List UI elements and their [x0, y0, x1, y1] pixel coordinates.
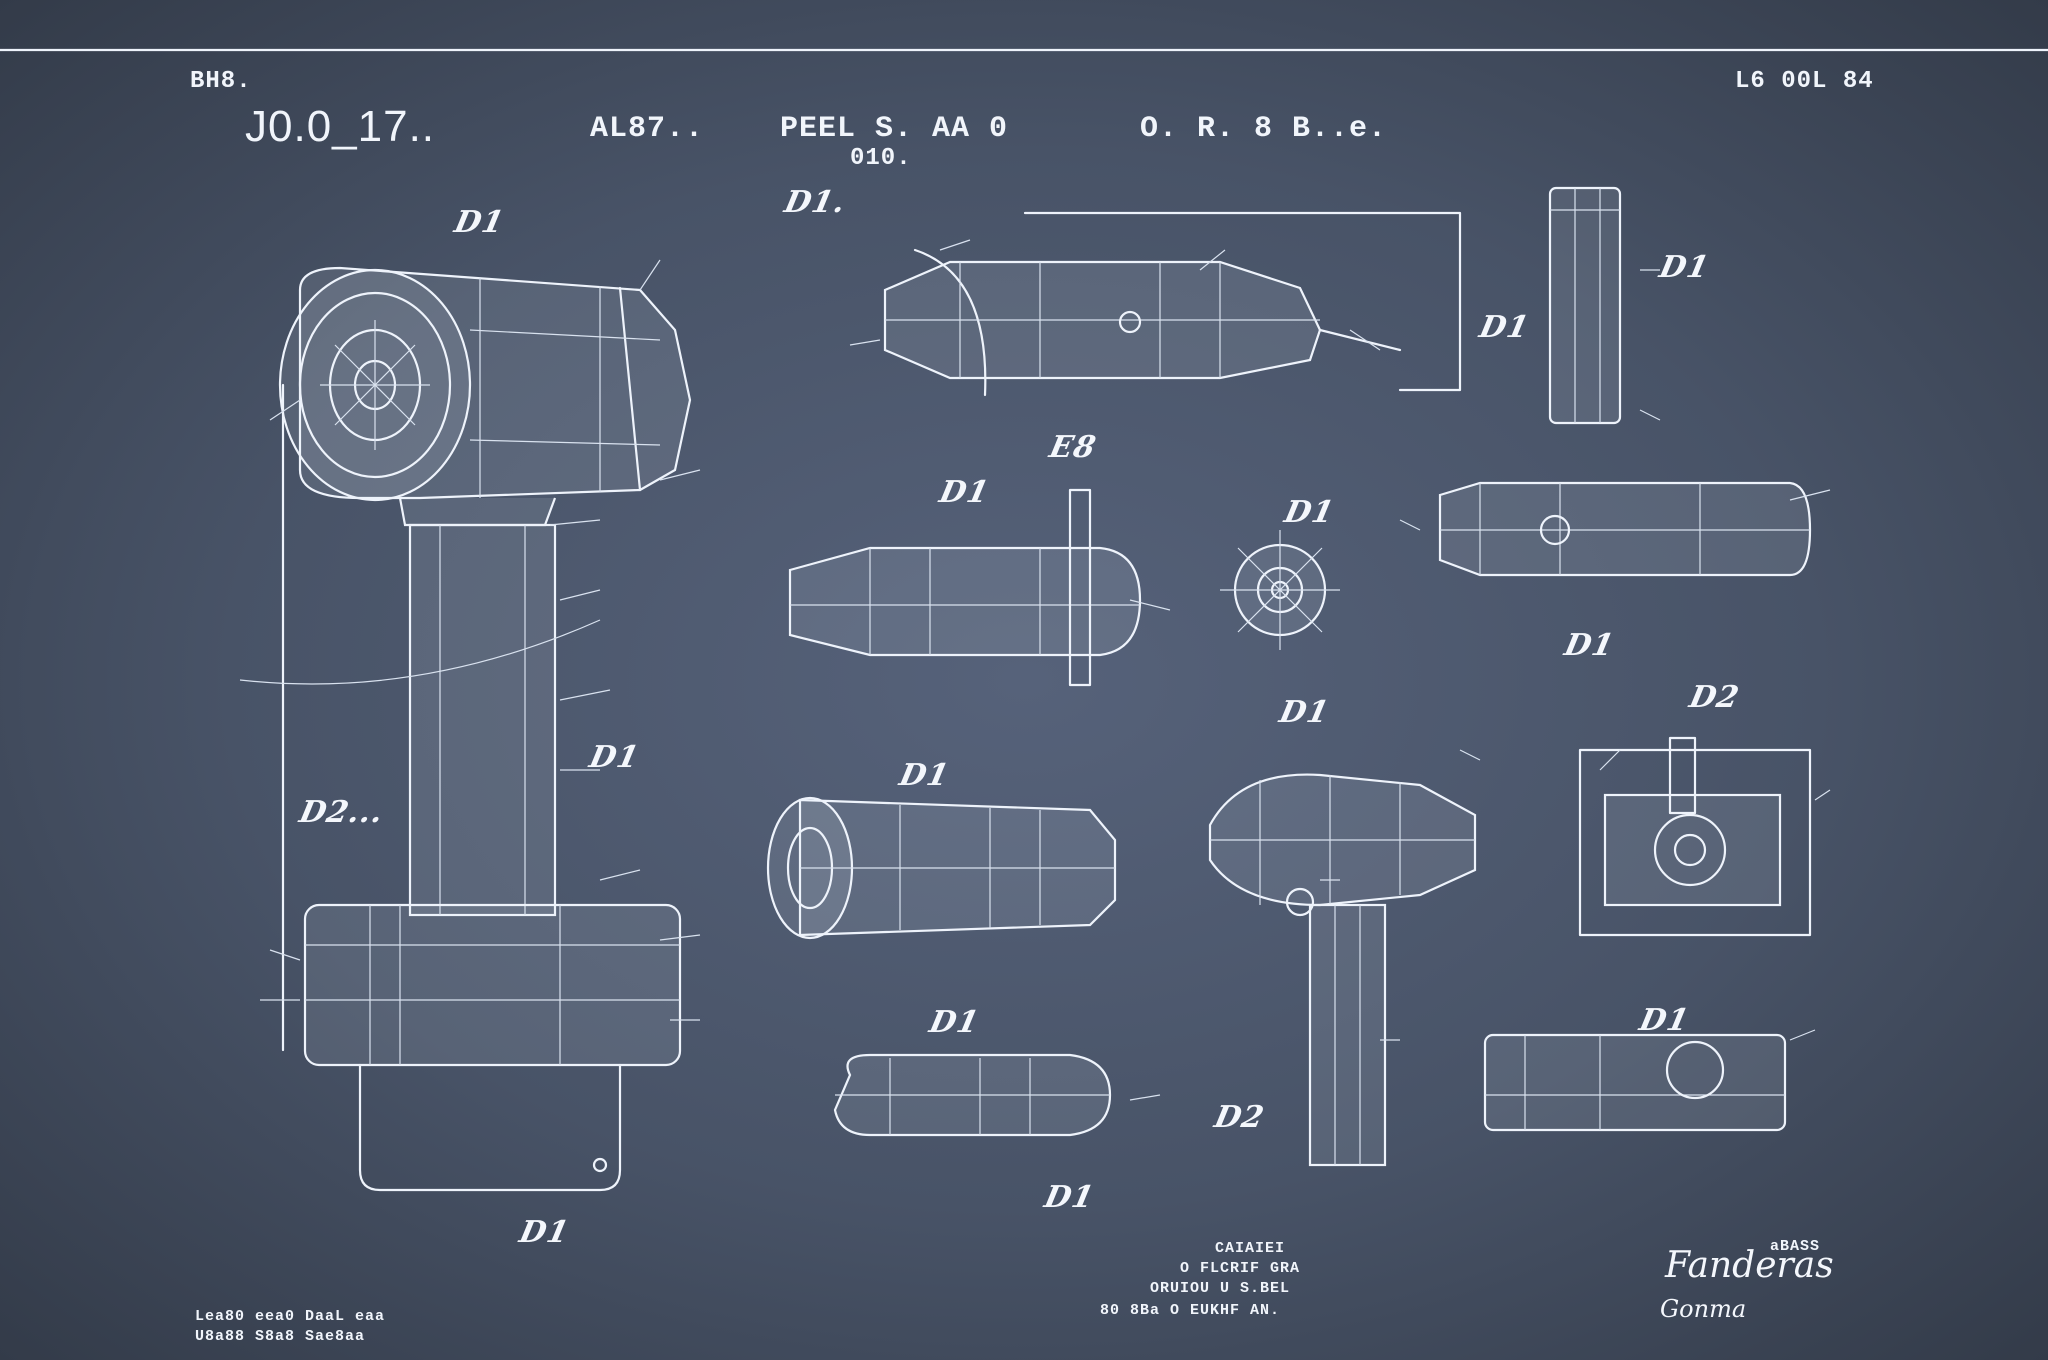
title-line-2: 010.: [850, 145, 912, 172]
header-top-right: L6 00L 84: [1735, 68, 1874, 95]
figure-label-b: D1.: [781, 185, 850, 220]
figure-label-o: D1: [1636, 1003, 1693, 1038]
figure-label-e: D1: [1656, 250, 1713, 285]
side-view-top: [883, 211, 1462, 397]
title-line-1: PEEL S. AA 0: [780, 112, 1009, 146]
tall-part-drawing: [1548, 186, 1622, 425]
figure-label-i: D1: [1276, 695, 1333, 730]
figure-label-h: D1: [1561, 628, 1618, 663]
side-view-bottom-right: [1483, 1033, 1787, 1132]
signature-label: aBASS: [1770, 1238, 1821, 1255]
figure-label-l: D1: [896, 758, 953, 793]
main-dryer-drawing: [239, 259, 701, 1192]
figure-label-n: D1: [926, 1005, 983, 1040]
figure-label-c: E8: [1046, 430, 1100, 465]
signature: Fanderas: [1665, 1245, 1834, 1286]
figure-label-j: D2: [1686, 680, 1743, 715]
figure-label-p: D2...: [296, 795, 387, 830]
figure-label-q: D1: [1041, 1180, 1098, 1215]
footer-center-line-4: 80 8Ba O EUKHF AN.: [1100, 1302, 1281, 1319]
footer-center-line-1: CAIAIEI: [1215, 1240, 1286, 1257]
capsule-drawing: [833, 1053, 1112, 1137]
signature-sub: Gonma: [1660, 1295, 1747, 1323]
figure-label-a: D1: [451, 205, 508, 240]
side-view-right: [1438, 481, 1812, 577]
footer-center-line-3: ORUIOU U S.BEL: [1150, 1280, 1291, 1297]
rotor-drawing: [1220, 530, 1340, 650]
side-view-middle: [788, 488, 1142, 687]
framed-detail-drawing: [1578, 736, 1812, 937]
footer-left-line-1: Lea80 eea0 DaaL eaa: [195, 1308, 386, 1325]
figure-label-g: D1: [1281, 495, 1338, 530]
patent-number: J0.0_17..: [245, 102, 436, 151]
figure-label-d: D1: [1476, 310, 1533, 345]
second-dryer-drawing: [1208, 773, 1477, 1167]
figure-label-r: D1: [516, 1215, 573, 1250]
figure-label-m: D2: [1211, 1100, 1268, 1135]
filed-label: AL87..: [590, 112, 705, 146]
nozzle-drawing: [766, 796, 1117, 940]
figure-label-k: D1: [586, 740, 643, 775]
inventor-label: O. R. 8 B..e.: [1140, 112, 1388, 146]
footer-center-line-2: O FLCRIF GRA: [1180, 1260, 1301, 1277]
header-top-left: BH8.: [190, 68, 252, 95]
figure-label-f: D1: [936, 475, 993, 510]
footer-left-line-2: U8a88 S8a8 Sae8aa: [195, 1328, 366, 1345]
